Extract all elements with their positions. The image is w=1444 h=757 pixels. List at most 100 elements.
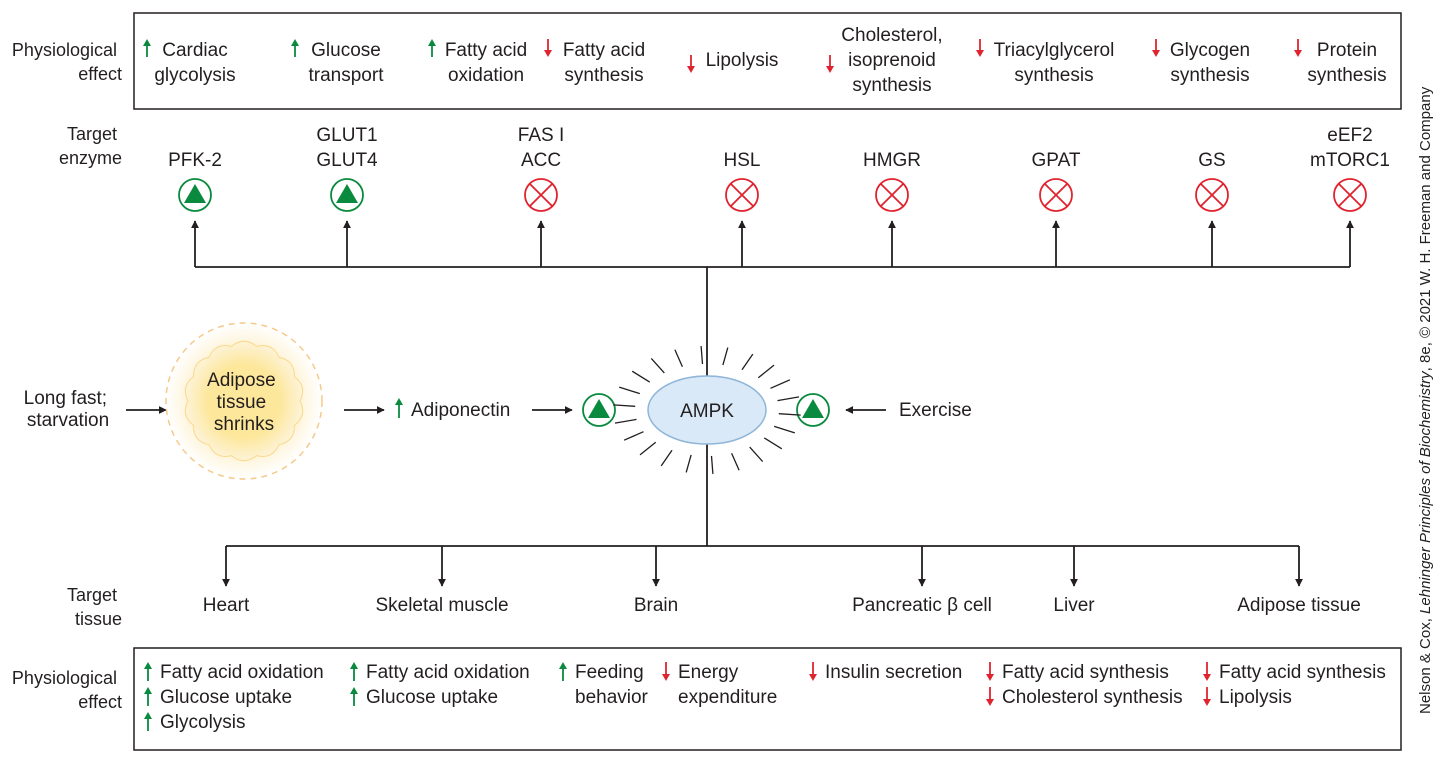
bottom-effect-label: Insulin secretion: [825, 662, 962, 683]
credit-line: Nelson & Cox, Lehninger Principles of Bi…: [1417, 86, 1434, 714]
up-arrow-icon: [428, 39, 436, 57]
bottom-effect-label: behavior: [575, 687, 649, 708]
down-arrow-icon: [986, 662, 994, 681]
inhibit-x-icon: [1195, 178, 1229, 212]
top-effect-label: Lipolysis: [706, 50, 779, 71]
ampk-label: AMPK: [680, 401, 734, 422]
adipose-shrink-icon: [165, 322, 323, 480]
ampk-ray: [613, 404, 636, 407]
down-arrow-icon: [1152, 39, 1160, 57]
ampk-ray: [763, 437, 783, 450]
ampk-ray: [741, 353, 754, 371]
up-arrow-icon: [144, 662, 152, 681]
tissue-label: Pancreatic β cell: [852, 595, 992, 616]
activate-triangle-icon: [330, 178, 364, 212]
ampk-ray: [757, 364, 775, 379]
ampk-ray: [639, 441, 657, 456]
tissue-label: Liver: [1053, 595, 1095, 616]
ampk-ray: [777, 396, 800, 402]
ampk-ray: [731, 452, 740, 471]
tissue-label: Adipose tissue: [1237, 595, 1361, 616]
enzyme-label: HMGR: [863, 150, 921, 171]
up-arrow-icon: [144, 687, 152, 706]
down-arrow-icon: [976, 39, 984, 57]
enzyme-label: GPAT: [1032, 150, 1081, 171]
down-arrow-icon: [986, 687, 994, 706]
ampk-ray: [619, 386, 640, 395]
tissue-label: Brain: [634, 595, 678, 616]
down-arrow-icon: [1203, 662, 1211, 681]
ampk-ray: [650, 357, 665, 374]
bottom-effect-label: Fatty acid synthesis: [1002, 662, 1169, 683]
ampk-ray: [614, 418, 637, 424]
up-arrow-icon: [144, 712, 152, 731]
ampk-ray: [778, 413, 801, 416]
tissue-label: Heart: [203, 595, 250, 616]
connector-lines: [191, 220, 1354, 587]
ampk-ray: [749, 446, 764, 463]
ampk-activate-left-icon: [582, 393, 616, 427]
bottom-effect-label: expenditure: [678, 687, 777, 708]
down-arrow-icon: [1294, 39, 1302, 57]
inhibit-x-icon: [524, 178, 558, 212]
bottom-effect-label: Cholesterol synthesis: [1002, 687, 1183, 708]
adiponectin-up-arrow-icon: [395, 398, 403, 418]
up-arrow-icon: [143, 39, 151, 57]
down-arrow-icon: [809, 662, 817, 681]
up-arrow-icon: [395, 398, 403, 418]
tissue-label: Skeletal muscle: [375, 595, 508, 616]
ampk-activate-right-icon: [796, 393, 830, 427]
bottom-effect-label: Glucose uptake: [160, 687, 292, 708]
bottom-effect-label: Fatty acid oxidation: [160, 662, 324, 683]
enzyme-label: GS: [1198, 150, 1225, 171]
bottom-effect-label: Feeding: [575, 662, 644, 683]
bottom-effect-label: Glucose uptake: [366, 687, 498, 708]
ampk-ray: [623, 431, 644, 441]
down-arrow-icon: [1203, 687, 1211, 706]
bottom-effect-label: Lipolysis: [1219, 687, 1292, 708]
row-label-physio-bottom: Physiological effect: [12, 668, 122, 712]
ampk-ray: [631, 370, 651, 383]
starvation-label: Long fast; starvation: [24, 388, 113, 431]
row-label-physio-top: Physiological effect: [12, 40, 122, 84]
ampk-ray: [674, 349, 683, 368]
row-label-target-tissue: Target tissue: [67, 585, 122, 629]
activate-triangle-icon: [582, 393, 616, 427]
bottom-effects-box: [133, 647, 1402, 751]
top-effects-box: [133, 12, 1402, 110]
up-arrow-icon: [350, 662, 358, 681]
inhibit-x-icon: [875, 178, 909, 212]
up-arrow-icon: [559, 662, 567, 681]
ampk-rays: [613, 346, 801, 474]
adiponectin-label: Adiponectin: [411, 400, 510, 421]
down-arrow-icon: [687, 55, 695, 73]
ampk-ray: [722, 347, 729, 366]
inhibit-x-icon: [725, 178, 759, 212]
down-arrow-icon: [826, 55, 834, 73]
bottom-effect-label: Energy: [678, 662, 739, 683]
bottom-effect-label: Fatty acid oxidation: [366, 662, 530, 683]
ampk-ray: [710, 455, 714, 474]
enzyme-label: HSL: [724, 150, 761, 171]
ampk-ray: [774, 425, 795, 434]
inhibit-x-icon: [1039, 178, 1073, 212]
down-arrow-icon: [544, 39, 552, 57]
adipose-label: Adipose tissue shrinks: [207, 370, 281, 435]
up-arrow-icon: [291, 39, 299, 57]
inhibit-x-icon: [1333, 178, 1367, 212]
bottom-effect-label: Fatty acid synthesis: [1219, 662, 1386, 683]
bottom-effect-label: Glycolysis: [160, 712, 246, 733]
up-arrow-icon: [350, 687, 358, 706]
